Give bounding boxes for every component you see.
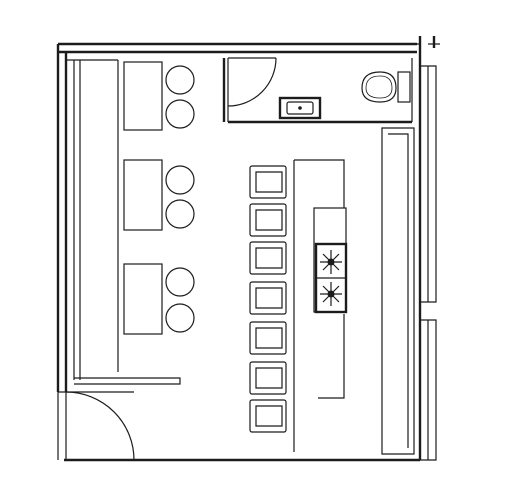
table	[123, 263, 163, 335]
sink-basin	[286, 101, 314, 115]
top-wall	[58, 42, 417, 54]
booth-table-2	[123, 159, 163, 231]
right-wall	[418, 36, 436, 460]
bar-stool	[249, 203, 287, 237]
bar-stools	[249, 165, 287, 433]
table-stools	[165, 65, 195, 333]
counter-outline	[293, 159, 345, 452]
back-bar-counter	[381, 127, 415, 455]
sink-counter	[278, 96, 322, 120]
stove-burner-set-upper	[320, 250, 342, 274]
table	[123, 61, 163, 131]
burner	[327, 258, 335, 266]
stool	[165, 199, 195, 229]
toilet	[361, 71, 411, 103]
door-jamb	[57, 391, 67, 460]
bar-stool	[249, 321, 287, 355]
back-counter-outer	[381, 127, 415, 455]
bar-stool	[249, 361, 287, 395]
cooking-range	[313, 207, 348, 314]
restroom-door-arc	[227, 57, 277, 107]
toilet-seat	[365, 75, 393, 99]
bar-stool	[249, 241, 287, 275]
burner	[327, 290, 335, 298]
stool	[165, 267, 195, 297]
sink-drain	[298, 106, 302, 110]
stove-burner-set-lower	[320, 282, 342, 306]
bar-stool	[249, 399, 287, 433]
counter-back-edge	[318, 314, 345, 399]
stool	[165, 65, 195, 95]
booth-table-1	[123, 61, 163, 131]
restroom	[222, 57, 413, 124]
toilet-bowl	[361, 71, 397, 103]
left-wall	[56, 44, 68, 392]
stool	[165, 303, 195, 333]
bar-counter	[293, 159, 345, 452]
right-window-lower	[420, 319, 437, 461]
booth-table-3	[123, 263, 163, 335]
back-counter-inner	[388, 133, 409, 448]
door-swing-arc	[65, 391, 135, 461]
right-window-upper	[420, 65, 437, 303]
entrance-door	[57, 391, 135, 461]
bar-stool	[249, 165, 287, 199]
bench-cap-bottom	[74, 377, 181, 385]
exterior-walls	[56, 36, 440, 462]
wall-bench	[66, 59, 181, 385]
stool	[165, 165, 195, 195]
stool	[165, 99, 195, 129]
bar-stool	[249, 281, 287, 315]
hand-sink	[278, 96, 322, 120]
table	[123, 159, 163, 231]
toilet-tank	[397, 71, 411, 103]
